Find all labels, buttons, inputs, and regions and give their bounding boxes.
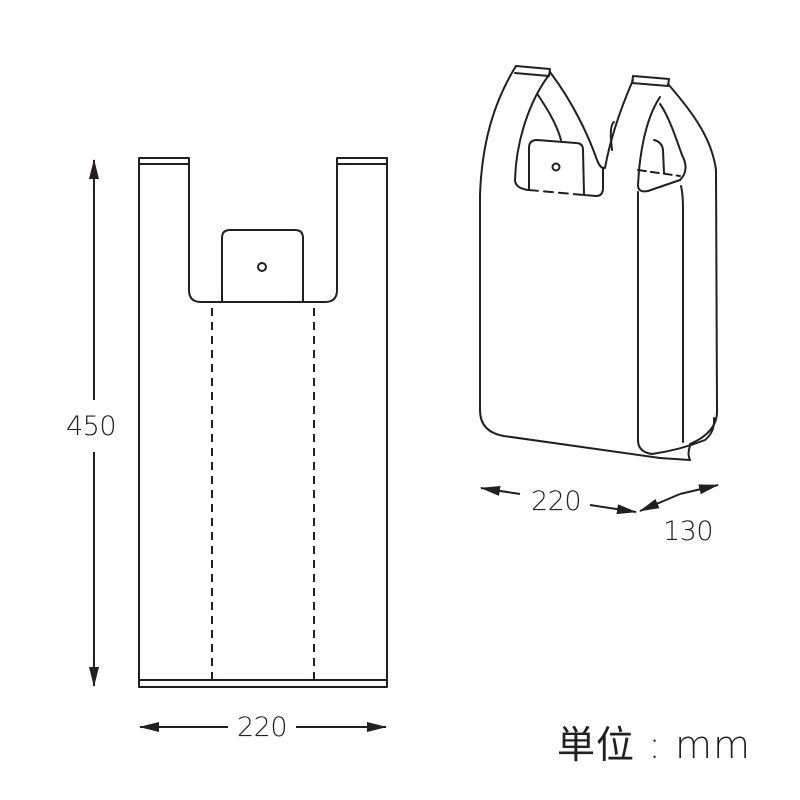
perspective-gusset-arrow (639, 484, 719, 512)
flat-bag-fold-lines (211, 301, 315, 680)
flat-bag-outline (138, 157, 388, 688)
flat-width-label: 220 (237, 712, 288, 743)
perspective-width-arrow (480, 485, 637, 515)
unit-label: 単位 : mm (557, 723, 751, 767)
hang-hole-icon (551, 162, 561, 172)
perspective-width-label: 220 (531, 486, 582, 517)
perspective-bag (479, 65, 719, 461)
gusset-label: 130 (663, 516, 714, 547)
height-label: 450 (66, 411, 117, 442)
hang-hole-icon (257, 262, 267, 272)
flat-bag-header-tab (221, 229, 304, 302)
